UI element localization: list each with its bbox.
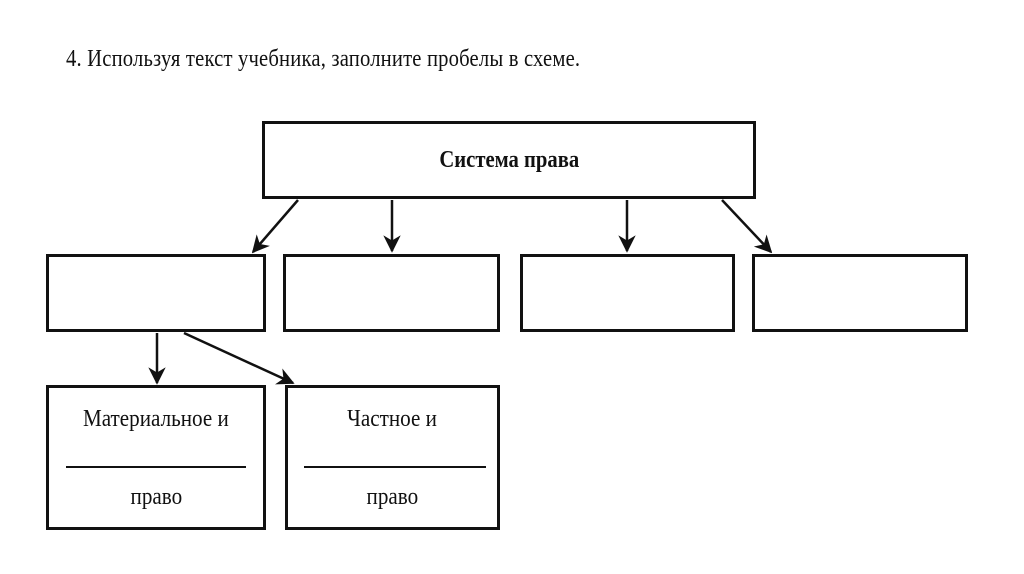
- arrow-root-to-box-4: [721, 199, 773, 254]
- fill-in-blank-line-2[interactable]: [304, 466, 486, 468]
- sub-box-private-bottom: право: [366, 484, 419, 510]
- blank-box-4[interactable]: [752, 254, 968, 332]
- arrow-root-to-box-1: [251, 199, 299, 254]
- task-instruction: 4. Используя текст учебника, заполните п…: [66, 46, 581, 72]
- root-label: Система права: [439, 146, 579, 173]
- blank-box-3[interactable]: [520, 254, 735, 332]
- sub-box-material-top: Материальное и: [83, 406, 229, 432]
- sub-box-private-top: Частное и: [347, 406, 438, 432]
- sub-box-material: Материальное и право: [46, 385, 266, 530]
- arrow-box-1-to-sub-2: [183, 331, 295, 385]
- root-box: Система права: [262, 121, 756, 199]
- sub-box-material-bottom: право: [130, 484, 182, 510]
- sub-box-private: Частное и право: [285, 385, 500, 530]
- blank-box-1[interactable]: [46, 254, 266, 332]
- blank-box-2[interactable]: [283, 254, 500, 332]
- fill-in-blank-line-1[interactable]: [66, 466, 246, 468]
